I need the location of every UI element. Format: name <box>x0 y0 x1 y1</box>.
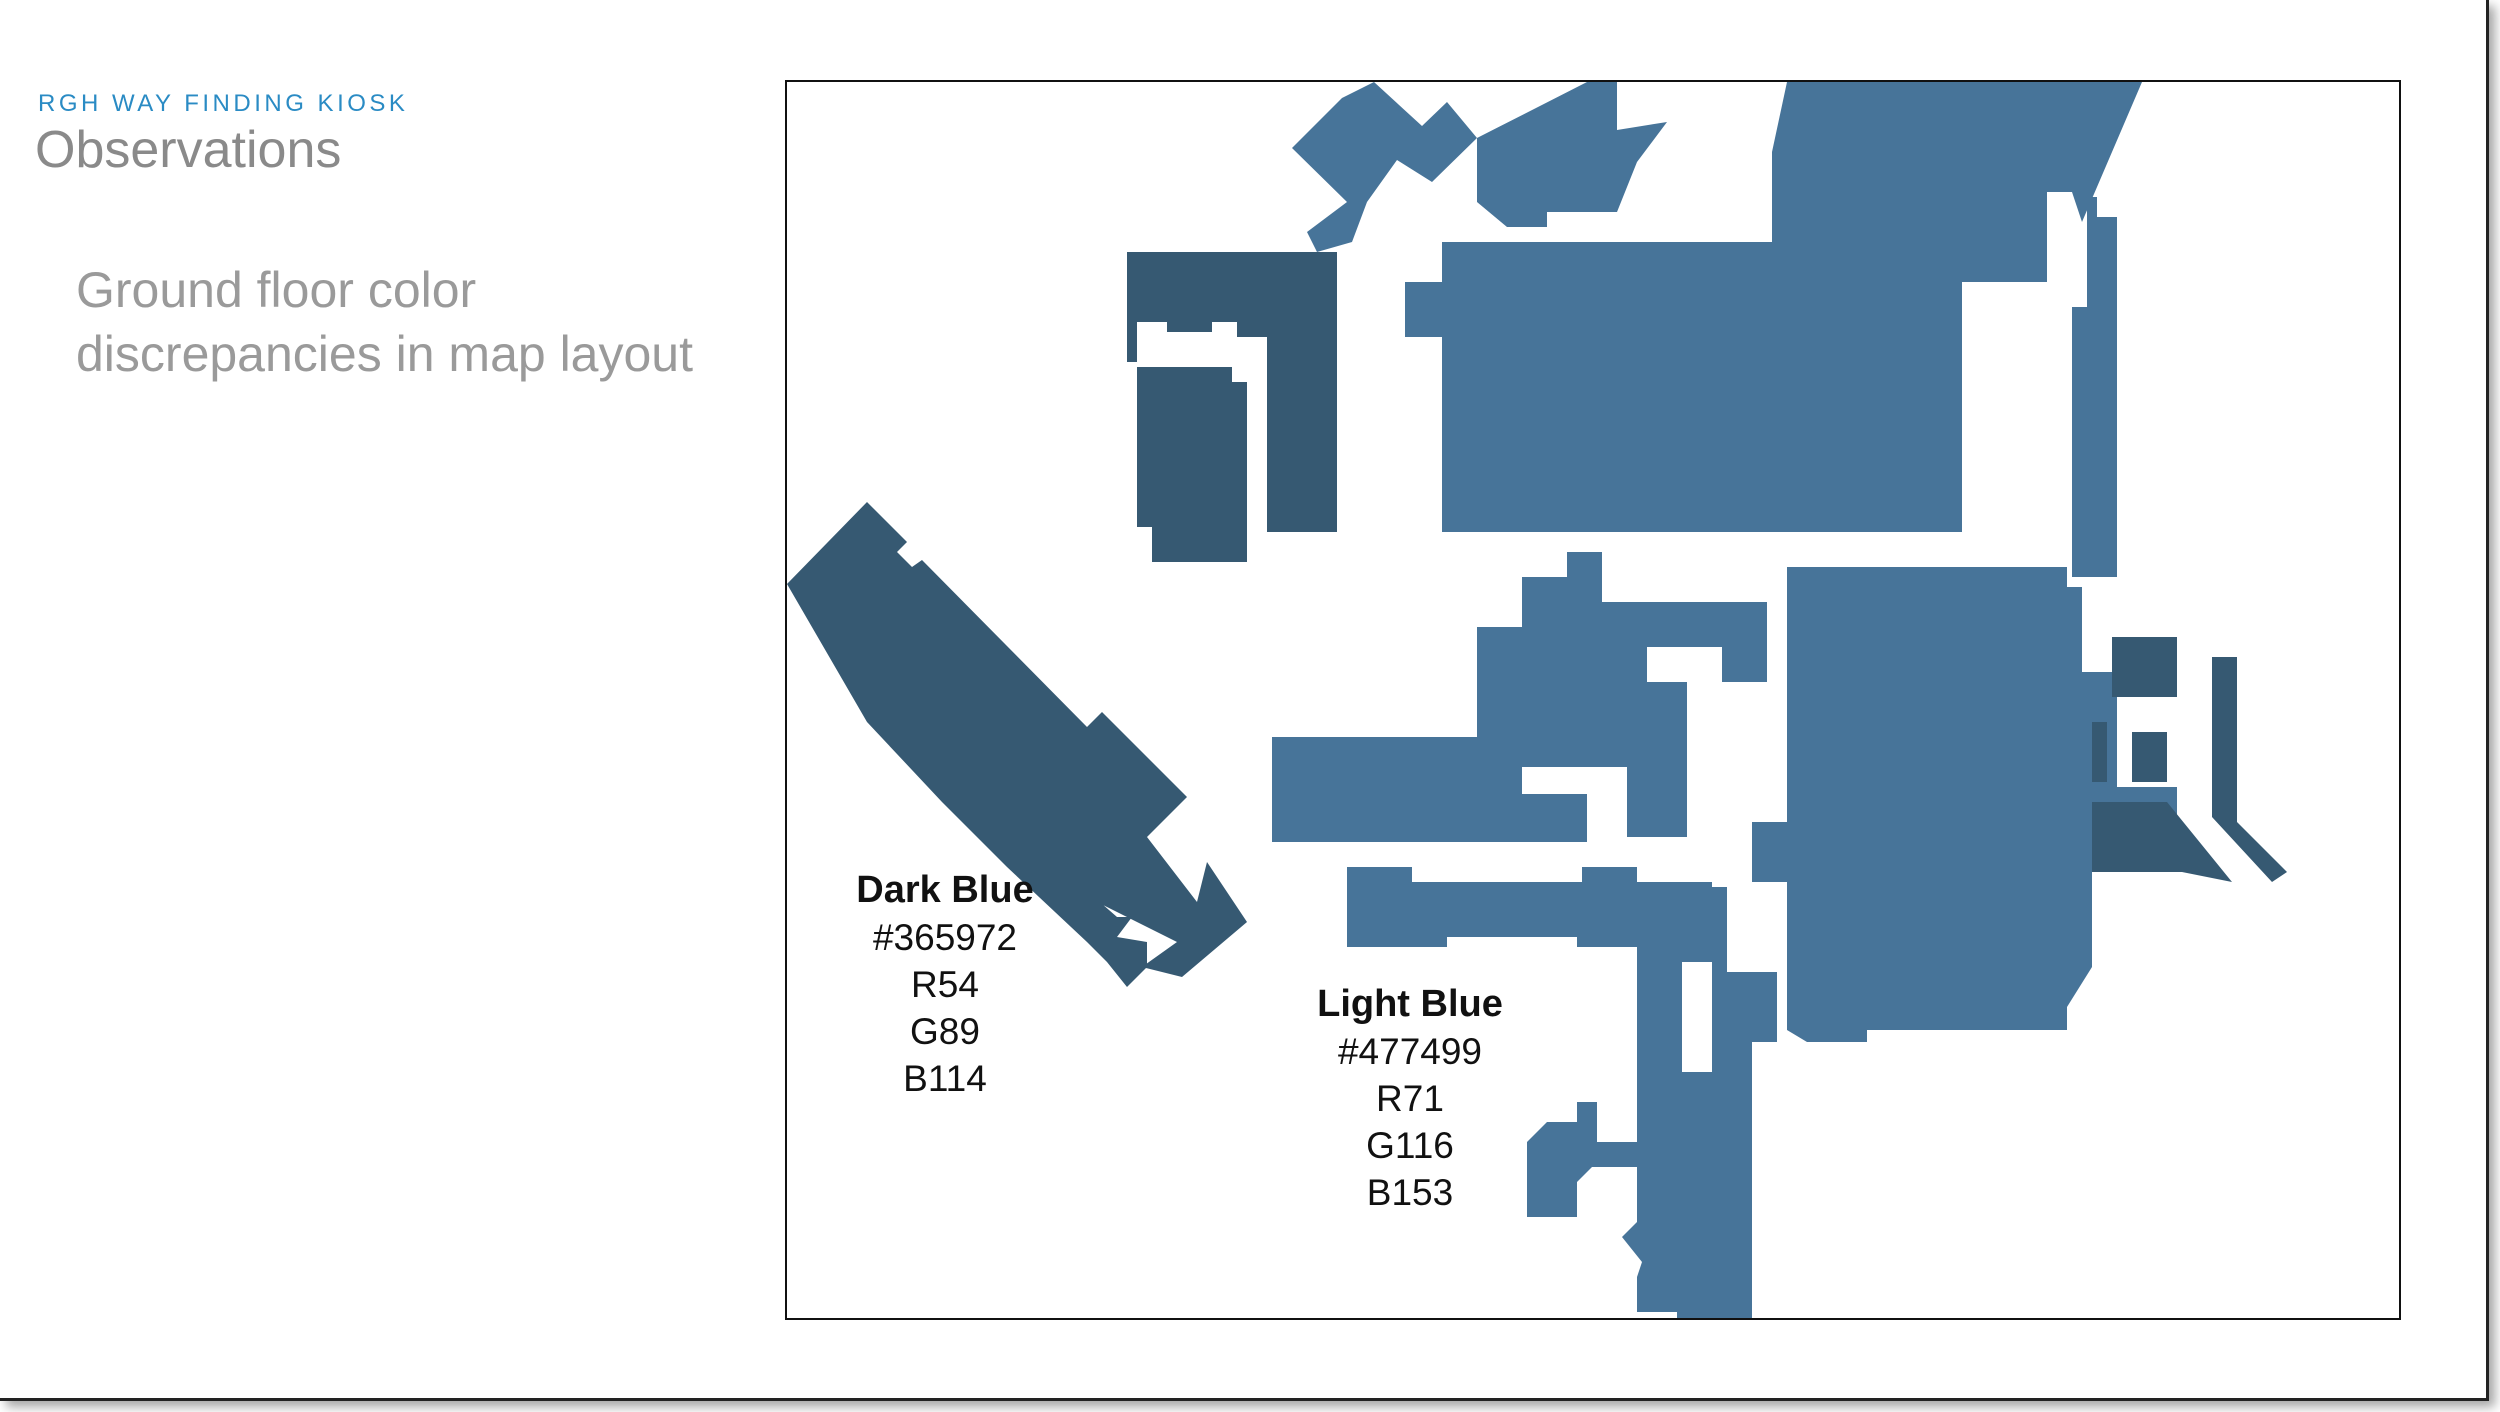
slide-subtitle: Ground floor color discrepancies in map … <box>76 262 693 382</box>
legend-light-r: R71 <box>1376 1078 1444 1119</box>
map-region <box>1477 682 1687 837</box>
floor-map <box>785 80 2401 1320</box>
slide-title: Observations <box>35 121 342 179</box>
map-region <box>1477 82 1667 227</box>
legend-light-g: G116 <box>1366 1125 1454 1166</box>
map-region <box>1347 867 1637 947</box>
legend-dark-b: B114 <box>903 1058 987 1099</box>
map-region <box>1292 82 1477 252</box>
legend-dark-title: Dark Blue <box>856 869 1034 911</box>
map-region <box>1752 567 2177 1042</box>
legend-light-b: B153 <box>1366 1172 1454 1213</box>
map-region <box>787 502 1247 987</box>
map-region <box>1272 737 1587 842</box>
legend-light-title: Light Blue <box>1317 983 1503 1025</box>
section-kicker: RGH WAY FINDING KIOSK <box>38 90 409 117</box>
map-region <box>2092 722 2107 782</box>
legend-dark-r: R54 <box>911 964 979 1005</box>
light-blue-regions <box>1272 82 2177 1318</box>
legend-dark-g: G89 <box>910 1011 980 1052</box>
map-region <box>1127 252 1337 532</box>
map-region <box>2212 657 2287 882</box>
map-region <box>1477 552 1767 682</box>
map-region <box>1405 82 2142 532</box>
map-region <box>1722 887 1727 912</box>
map-region <box>2072 197 2117 577</box>
legend-light-hex: #477499 <box>1337 1031 1483 1072</box>
legend-dark-blue: Dark Blue #365972 R54 G89 B114 <box>840 866 1050 1102</box>
legend-dark-hex: #365972 <box>872 917 1018 958</box>
map-region <box>1137 367 1247 562</box>
legend-light-blue: Light Blue #477499 R71 G116 B153 <box>1300 980 1520 1216</box>
map-region <box>2132 732 2167 782</box>
map-region <box>1527 882 1777 1318</box>
dark-blue-regions <box>787 252 2287 987</box>
map-region <box>2112 637 2177 697</box>
floor-map-svg <box>787 82 2287 1318</box>
map-region <box>2092 802 2232 882</box>
